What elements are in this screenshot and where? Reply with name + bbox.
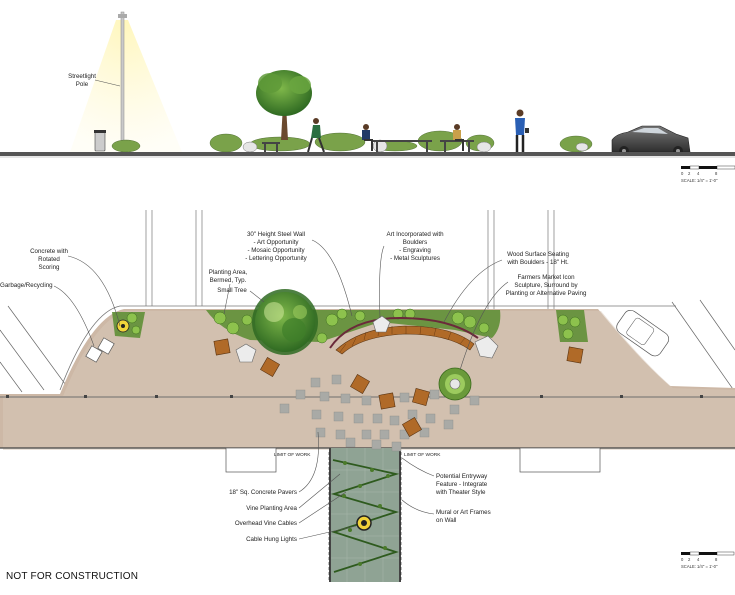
callout-planting: Planting Area, Bermed, Typ. bbox=[209, 269, 248, 315]
cable-hung-light bbox=[356, 515, 372, 531]
vine-dots bbox=[342, 461, 390, 566]
callout-boulders-line-3: - Engraving bbox=[399, 247, 431, 254]
person-walking bbox=[307, 118, 325, 153]
person-seated-2 bbox=[453, 124, 464, 151]
scale-tick-8: 8 bbox=[715, 171, 718, 176]
garbage-recycling-bins bbox=[85, 337, 115, 363]
scale-bottom-tick-0: 0 bbox=[681, 557, 684, 562]
elevation-tree bbox=[256, 70, 312, 140]
callout-pavers-line-1: 18" Sq. Concrete Pavers bbox=[229, 489, 297, 496]
yellow-planter-left bbox=[116, 319, 130, 333]
callout-steel-wall-line-4: - Lettering Opportunity bbox=[245, 255, 307, 262]
callout-market-line-1: Farmers Market Icon bbox=[517, 274, 575, 281]
callout-concrete-line-1: Concrete with bbox=[30, 248, 68, 255]
callout-seating-line-2: with Boulders - 18" Ht. bbox=[506, 259, 569, 266]
callout-concrete: Concrete with Rotated Scoring bbox=[30, 248, 121, 327]
callout-entryway: Potential Entryway Feature - Integrate w… bbox=[401, 457, 488, 496]
parking-stalls-left bbox=[0, 305, 69, 393]
alley-edge-right bbox=[399, 448, 401, 582]
callout-steel-wall-line-1: 30" Height Steel Wall bbox=[247, 231, 305, 238]
trash-can bbox=[94, 130, 106, 152]
callout-boulders: Art Incorporated with Boulders - Engravi… bbox=[379, 231, 444, 319]
scale-label: SCALE: 1/4" = 1'-0" bbox=[681, 178, 718, 183]
streetlight-head bbox=[118, 14, 127, 18]
small-tree-plan bbox=[252, 289, 318, 355]
callout-market-line-3: Planting or Alternative Paving bbox=[506, 290, 587, 297]
callout-boulders-line-1: Art Incorporated with bbox=[386, 231, 444, 238]
callout-garbage: Garbage/Recycling bbox=[0, 282, 95, 347]
callout-pavers: 18" Sq. Concrete Pavers bbox=[229, 431, 319, 496]
streetlight-label-line-1: Streetlight bbox=[68, 73, 96, 80]
trash-can-lid bbox=[94, 130, 106, 133]
scale-bottom-label: SCALE: 1/4" = 1'-0" bbox=[681, 564, 718, 569]
callout-seating: Wood Surface Seating with Boulders - 18"… bbox=[443, 251, 569, 323]
callout-planting-line-1: Planting Area, bbox=[209, 269, 248, 276]
plan-callouts: Concrete with Rotated Scoring Garbage/Re… bbox=[0, 231, 587, 543]
elevation-people bbox=[307, 109, 529, 153]
streetlight-glow bbox=[70, 20, 182, 152]
streetlight-pole bbox=[120, 11, 125, 154]
alley-edge-left bbox=[329, 448, 331, 582]
callout-vine-area: Vine Planting Area bbox=[246, 473, 341, 512]
scale-bar-top: 0 2 4 8 SCALE: 1/4" = 1'-0" bbox=[681, 165, 735, 183]
callout-entryway-line-3: with Theater Style bbox=[435, 489, 486, 496]
scale-bottom-tick-4: 4 bbox=[697, 557, 700, 562]
callout-entryway-line-1: Potential Entryway bbox=[436, 473, 488, 480]
building-outlines bbox=[145, 210, 555, 316]
scale-tick-0: 0 bbox=[681, 171, 684, 176]
scale-bottom-tick-8: 8 bbox=[715, 557, 718, 562]
callout-entryway-line-2: Feature - Integrate bbox=[436, 481, 488, 488]
limit-of-work-right: LIMIT OF WORK bbox=[404, 452, 441, 458]
callout-market-line-2: Sculpture, Surround by bbox=[514, 282, 578, 289]
streetlight-leader bbox=[94, 79, 121, 87]
callout-boulders-line-4: - Metal Sculptures bbox=[390, 255, 440, 262]
callout-vine-cables: Overhead Vine Cables bbox=[235, 491, 347, 527]
callout-steel-wall-line-3: - Mosaic Opportunity bbox=[247, 247, 305, 254]
plan-view: LIMIT OF WORK LIMIT OF WORK bbox=[0, 210, 735, 582]
elevation-car bbox=[611, 125, 691, 156]
callout-small-tree: Small Tree bbox=[217, 287, 265, 303]
callout-boulders-line-2: Boulders bbox=[403, 239, 427, 246]
callout-vine-area-line-1: Vine Planting Area bbox=[246, 505, 297, 512]
callout-mural-line-1: Mural or Art Frames bbox=[436, 509, 491, 516]
limit-of-work-left: LIMIT OF WORK bbox=[274, 452, 311, 458]
callout-steel-wall-line-2: - Art Opportunity bbox=[253, 239, 299, 246]
parking-stalls-right bbox=[671, 299, 735, 393]
scale-bottom-tick-2: 2 bbox=[688, 557, 691, 562]
scale-tick-4: 4 bbox=[697, 171, 700, 176]
callout-small-tree-line-1: Small Tree bbox=[217, 287, 247, 294]
vine-cable-zigzag bbox=[330, 459, 400, 573]
art-boulders bbox=[235, 315, 499, 363]
callout-garbage-line-1: Garbage/Recycling bbox=[0, 282, 53, 289]
person-standing bbox=[515, 109, 529, 152]
callout-concrete-line-3: Scoring bbox=[39, 264, 61, 271]
elevation-ground-line bbox=[0, 152, 735, 156]
callout-cable-lights: Cable Hung Lights bbox=[246, 525, 357, 543]
not-for-construction-label: NOT FOR CONSTRUCTION bbox=[6, 571, 139, 582]
callout-mural-line-2: on Wall bbox=[436, 517, 456, 524]
planting-shrubs bbox=[126, 308, 581, 344]
parked-car-plan bbox=[616, 309, 670, 357]
callout-planting-line-2: Bermed, Typ. bbox=[210, 277, 247, 284]
callout-concrete-line-2: Rotated bbox=[38, 256, 60, 263]
callout-market: Farmers Market Icon Sculpture, Surround … bbox=[459, 274, 587, 371]
scale-tick-2: 2 bbox=[688, 171, 691, 176]
person-seated-1 bbox=[362, 124, 373, 151]
concrete-pavers bbox=[279, 374, 480, 452]
callout-vine-cables-line-1: Overhead Vine Cables bbox=[235, 520, 297, 527]
callout-seating-line-1: Wood Surface Seating bbox=[507, 251, 569, 258]
streetlight-label-line-2: Pole bbox=[76, 81, 89, 88]
storefront-notches bbox=[225, 447, 601, 473]
callout-steel-wall: 30" Height Steel Wall - Art Opportunity … bbox=[245, 231, 353, 317]
plaza-paving-texture bbox=[3, 311, 735, 450]
curb-outline bbox=[59, 305, 676, 391]
callout-mural: Mural or Art Frames on Wall bbox=[401, 499, 491, 524]
wood-seat-blocks bbox=[213, 338, 584, 437]
callout-cable-lights-line-1: Cable Hung Lights bbox=[246, 536, 297, 543]
elevation-section: Streetlight Pole bbox=[0, 11, 735, 158]
scale-bar-bottom: 0 2 4 8 SCALE: 1/4" = 1'-0" bbox=[681, 551, 735, 569]
farmers-market-sculpture bbox=[438, 367, 472, 401]
